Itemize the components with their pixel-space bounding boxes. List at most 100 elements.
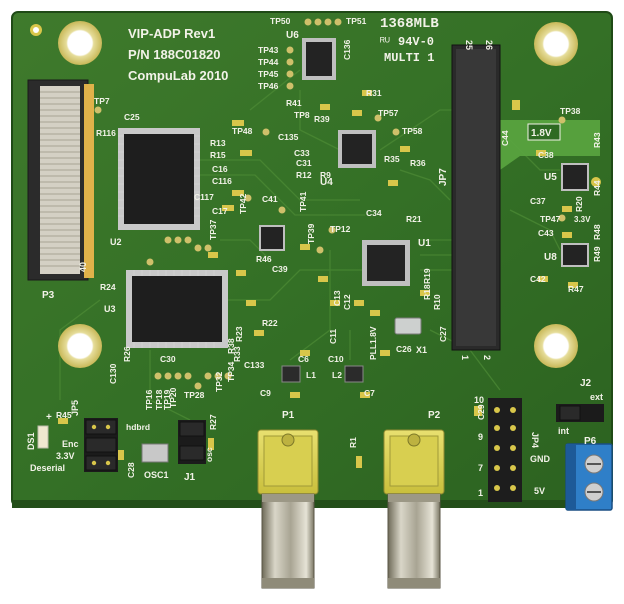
j1-header xyxy=(178,420,206,464)
jp4-gnd: GND xyxy=(530,454,551,464)
jp4-pin1: 1 xyxy=(478,488,483,498)
tp37-label: TP37 xyxy=(208,219,218,240)
r41-label: R41 xyxy=(286,98,302,108)
tp47-label: TP47 xyxy=(540,214,561,224)
r23-label: R23 xyxy=(234,326,244,342)
tp19-label: TP19 xyxy=(162,389,172,410)
c39-label: C39 xyxy=(272,264,288,274)
c130-label: C130 xyxy=(108,363,118,384)
board-title: VIP-ADP Rev1 xyxy=(128,26,215,41)
v18-label: 1.8V xyxy=(531,128,552,139)
r13-label: R13 xyxy=(210,138,226,148)
r15-label: R15 xyxy=(210,150,226,160)
r24-label: R24 xyxy=(100,282,116,292)
jp4-pin9: 9 xyxy=(478,432,483,442)
tp28-label: TP28 xyxy=(184,390,205,400)
passive-components xyxy=(58,90,578,468)
r44-label: R44 xyxy=(592,180,602,196)
l2-inductor xyxy=(344,365,364,383)
r10-label: R10 xyxy=(432,294,442,310)
osc-label: osc xyxy=(204,447,214,462)
mounting-hole-bottom-right xyxy=(534,324,578,368)
jp5-v33: 3.3V xyxy=(56,451,75,461)
tp45-label: TP45 xyxy=(258,69,279,79)
p1-label: P1 xyxy=(282,410,295,421)
u5-chip xyxy=(561,163,589,191)
u8-label: U8 xyxy=(544,252,557,263)
j2-ext: ext xyxy=(590,392,603,402)
jp5-enc: Enc xyxy=(62,439,79,449)
r116-label: R116 xyxy=(96,128,116,138)
jp4-pin10: 10 xyxy=(474,395,484,405)
reference-designators: TP50 TP51 TP43 TP44 TP45 TP46 TP7 TP8 TP… xyxy=(56,16,602,478)
jp4-5v: 5V xyxy=(534,486,545,496)
v18-box xyxy=(527,123,561,141)
u3-label: U3 xyxy=(104,304,116,314)
j2-jumper xyxy=(556,404,604,422)
l2-label: L2 xyxy=(332,370,342,380)
c11-label: C11 xyxy=(328,329,338,344)
p6-terminal-block xyxy=(565,443,613,511)
tp50-label: TP50 xyxy=(270,16,291,26)
c42-label: C42 xyxy=(530,274,546,284)
r27-label: R27 xyxy=(208,414,218,430)
r22-label: R22 xyxy=(262,318,278,328)
u2-chip xyxy=(118,128,200,230)
tp18-label: TP18 xyxy=(154,389,164,410)
r47-label: R47 xyxy=(568,284,584,294)
l1-label: L1 xyxy=(306,370,316,380)
jp5-header xyxy=(84,418,118,472)
board-layers: MULTI 1 xyxy=(384,51,434,65)
tp58-label: TP58 xyxy=(402,126,423,136)
tp39-label: TP39 xyxy=(306,223,316,244)
c13-label: C13 xyxy=(332,290,342,306)
tp12-label: TP12 xyxy=(330,224,351,234)
mounting-hole-top-right xyxy=(534,22,578,66)
u2-label: U2 xyxy=(110,237,122,247)
r45-label: R45 xyxy=(56,410,72,420)
c9-label: C9 xyxy=(260,388,271,398)
jp5-deserial: Deserial xyxy=(30,463,65,473)
c27-label: C27 xyxy=(438,326,448,342)
c43-label: C43 xyxy=(538,228,554,238)
jp5-label: JP5 xyxy=(70,400,80,416)
jp7-header xyxy=(451,44,501,351)
c44-label: C44 xyxy=(500,130,510,146)
c29-label: C29 xyxy=(476,404,486,420)
tp44-label: TP44 xyxy=(258,57,279,67)
tp57-label: TP57 xyxy=(378,108,399,118)
p1-rca-jack xyxy=(257,429,319,589)
tp34-label: TP34 xyxy=(226,361,236,382)
p3-label: P3 xyxy=(42,290,55,301)
u1-chip xyxy=(362,240,410,286)
jp7-pin-top-left: 25 xyxy=(464,40,474,50)
tp20-label: TP20 xyxy=(168,387,178,408)
r1-label: R1 xyxy=(348,437,358,448)
tp43-label: TP43 xyxy=(258,45,279,55)
r48-label: R48 xyxy=(592,224,602,240)
r35-label: R35 xyxy=(384,154,400,164)
board-part-number: P/N 188C01820 xyxy=(128,47,221,62)
jp5-plus: + xyxy=(46,412,52,423)
c116-label: C116 xyxy=(212,176,232,186)
r49-label: R49 xyxy=(592,246,602,262)
u6-label: U6 xyxy=(286,30,299,41)
c16-label: C16 xyxy=(212,164,228,174)
c117-label: C117 xyxy=(194,192,214,202)
r33-label: R33 xyxy=(232,346,242,362)
c25-label: C25 xyxy=(124,112,140,122)
osc1 xyxy=(141,443,169,463)
u3-chip xyxy=(126,270,228,348)
r38-label: R38 xyxy=(226,338,236,354)
p3-fpc-connector xyxy=(27,79,94,281)
tp32-label: TP32 xyxy=(214,371,224,392)
u4-label: U4 xyxy=(320,177,333,188)
fiducials xyxy=(30,24,601,187)
tp7-label: TP7 xyxy=(94,96,110,106)
v33-label: 3.3V xyxy=(574,215,591,224)
x1-crystal xyxy=(394,317,422,335)
u4-chip xyxy=(338,130,376,168)
small-chip-c41 xyxy=(259,225,285,251)
jp4-header xyxy=(488,398,522,502)
